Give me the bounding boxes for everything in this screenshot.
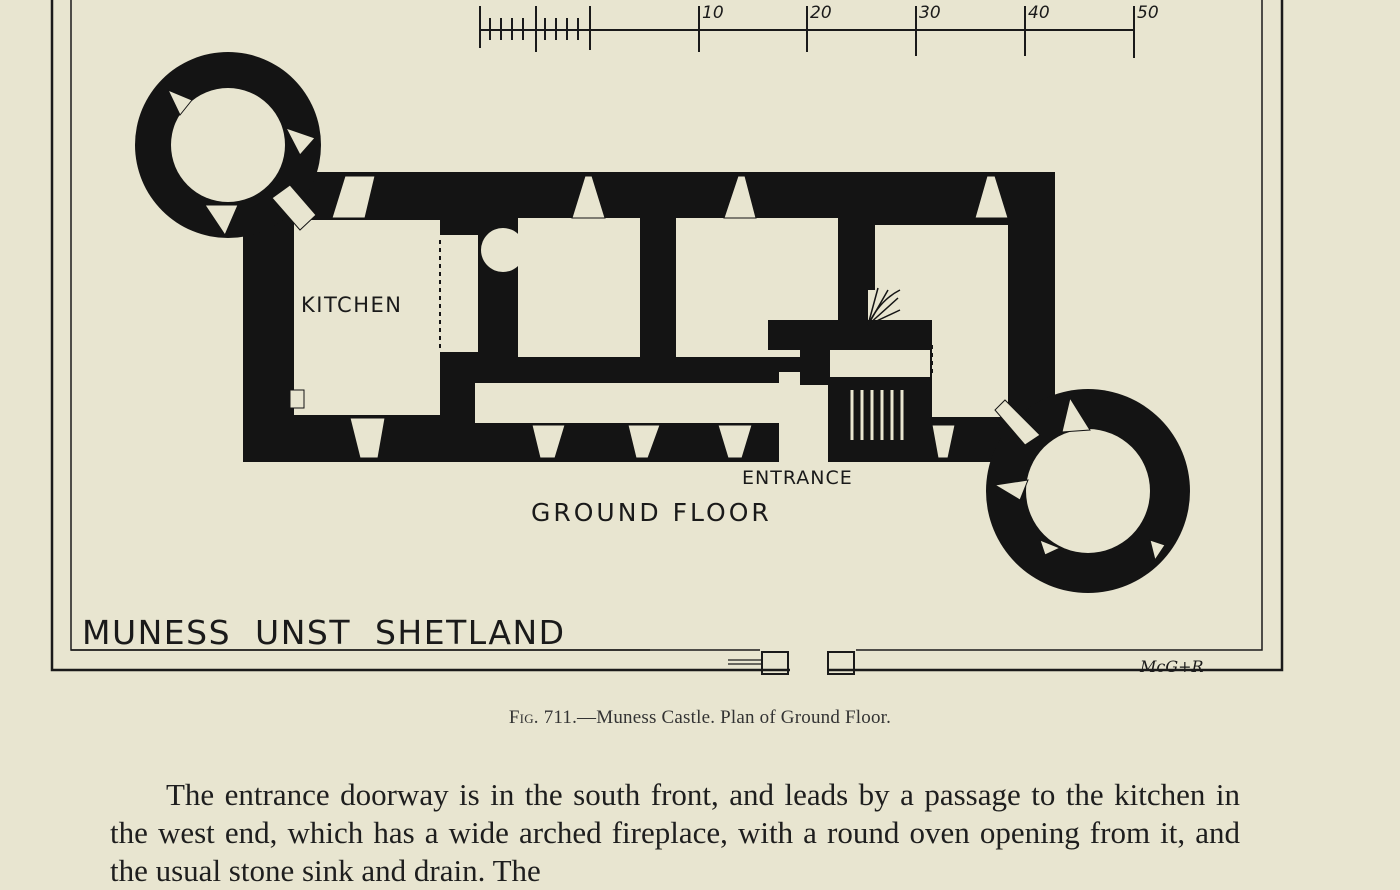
- scale-tick-label: 30: [919, 3, 941, 23]
- scale-tick-label: 50: [1137, 3, 1159, 23]
- cellar-room: [518, 218, 640, 357]
- kitchen-room: [294, 220, 440, 415]
- scale-bar: [479, 6, 1135, 58]
- fireplace: [289, 389, 305, 409]
- window-splays: [166, 89, 1166, 562]
- figure-caption: Fig. 711.—Muness Castle. Plan of Ground …: [0, 707, 1400, 729]
- body-paragraph: The entrance doorway is in the south fro…: [110, 776, 1240, 890]
- paragraph-text: The entrance doorway is in the south fro…: [110, 777, 1240, 888]
- place-title: MUNESS UNST SHETLAND: [82, 613, 566, 652]
- caption-prefix: Fig. 711.: [508, 707, 578, 728]
- entrance-label: ENTRANCE: [742, 467, 853, 489]
- scale-tick-label: 40: [1028, 3, 1050, 23]
- straight-stair: [850, 390, 904, 440]
- floor-label: GROUND FLOOR: [531, 498, 772, 527]
- border-frame: [50, 0, 1284, 675]
- spiral-stair: [867, 287, 901, 326]
- kitchen-label: KITCHEN: [301, 293, 403, 317]
- scale-tick-label: 20: [810, 3, 832, 23]
- oven: [481, 228, 525, 272]
- passage: [475, 383, 825, 423]
- caption-text: —Muness Castle. Plan of Ground Floor.: [577, 707, 892, 728]
- scale-labels: 10 20 30 40 50: [702, 3, 1159, 23]
- doorways: [439, 240, 933, 415]
- inner-walls: [768, 320, 932, 462]
- signature: McG+R: [1139, 657, 1204, 676]
- floor-plan: 10 20 30 40 50: [50, 0, 1284, 676]
- scale-tick-label: 10: [702, 3, 724, 23]
- entrance-gap: [779, 372, 829, 467]
